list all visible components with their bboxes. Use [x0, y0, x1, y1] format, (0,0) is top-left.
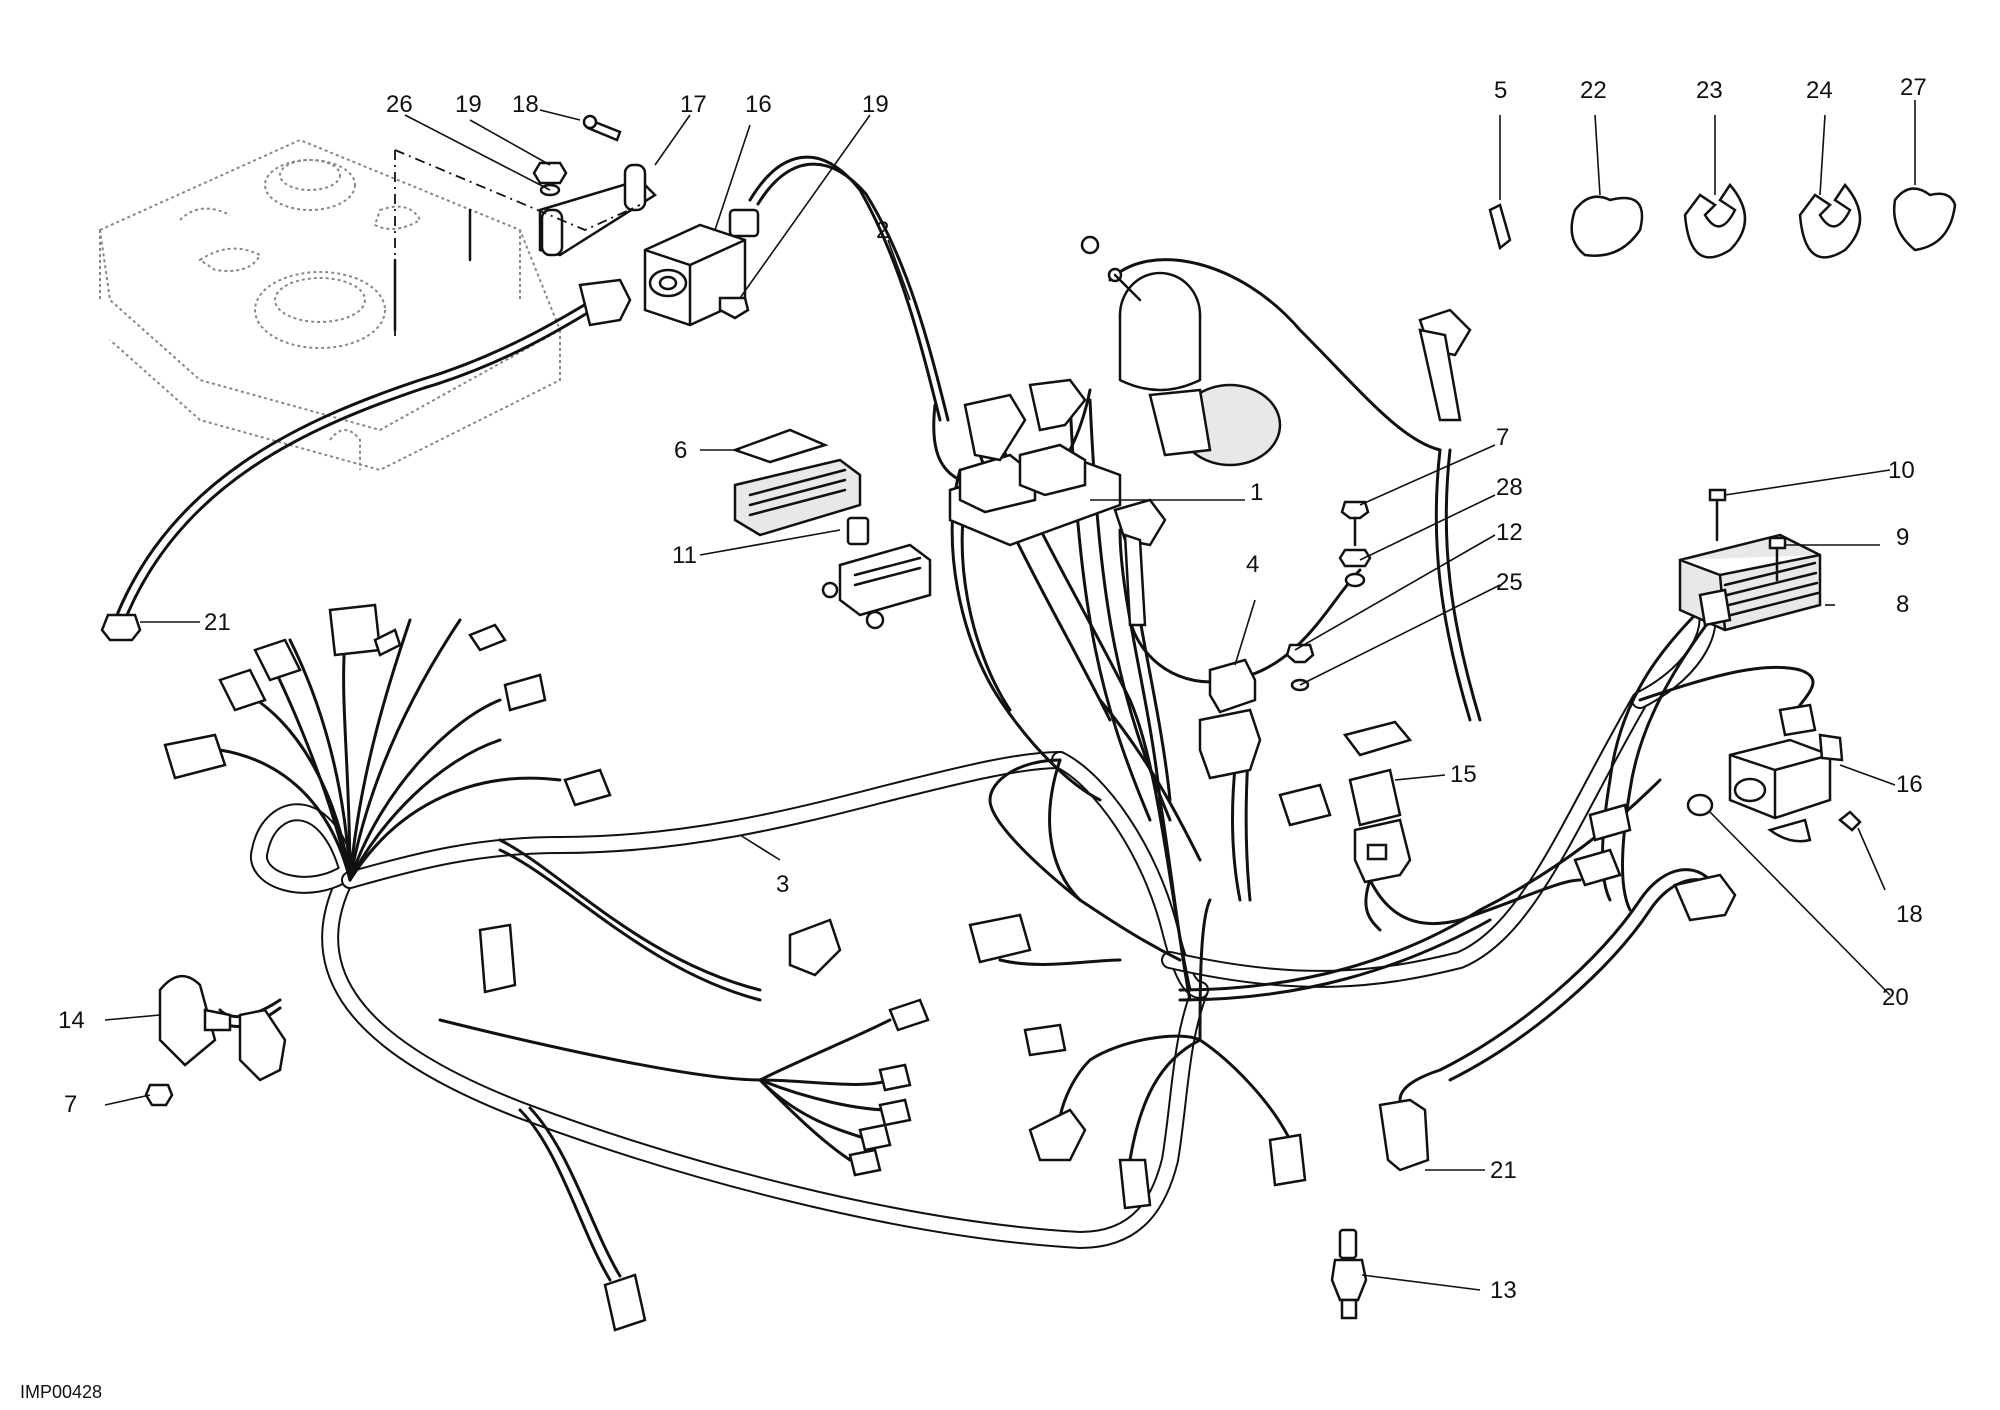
- fuse-box: [731, 428, 862, 537]
- callout-20: 20: [1882, 984, 1909, 1011]
- relay-connector: [1198, 658, 1262, 780]
- callout-7-left: 7: [64, 1091, 77, 1118]
- callout-19-top-left: 19: [455, 91, 482, 118]
- engine-block-ghost: [98, 138, 562, 472]
- cable-clips: [1488, 182, 1957, 259]
- callout-26: 26: [386, 91, 413, 118]
- callout-16-top: 16: [745, 91, 772, 118]
- side-stand-sensor: [144, 975, 287, 1107]
- callout-13: 13: [1490, 1277, 1517, 1304]
- callout-5: 5: [1494, 77, 1507, 104]
- callout-12: 12: [1496, 519, 1523, 546]
- callout-16-right: 16: [1896, 771, 1923, 798]
- branch-wires: [113, 155, 1815, 1282]
- callout-10: 10: [1888, 457, 1915, 484]
- callout-17: 17: [680, 91, 707, 118]
- callout-1: 1: [1250, 479, 1263, 506]
- callout-24: 24: [1806, 77, 1833, 104]
- main-wiring-harness: [250, 591, 1717, 1249]
- callout-2: 2: [876, 217, 889, 244]
- callout-22: 22: [1580, 77, 1607, 104]
- main-fuse-holder: [1342, 720, 1413, 884]
- callout-labels: 1 2 3 4 5 6 7 7 8 9 10 11 12 13 14 15 16…: [58, 74, 1927, 1304]
- voltage-regulator: [1678, 533, 1822, 632]
- fasteners-top: [393, 114, 750, 332]
- leader-lines: [104, 100, 1916, 1291]
- callout-21-right: 21: [1490, 1157, 1517, 1184]
- callout-15: 15: [1450, 761, 1477, 788]
- callout-23: 23: [1696, 77, 1723, 104]
- left-bundle-connectors: [163, 603, 842, 1332]
- starter-solenoid: [1080, 235, 1282, 467]
- callout-6: 6: [674, 437, 687, 464]
- spark-plug-cap-left: [100, 278, 632, 642]
- callout-4: 4: [1246, 551, 1259, 578]
- ground-bolt: [1285, 500, 1372, 692]
- callout-11: 11: [672, 542, 697, 569]
- callout-21-left: 21: [204, 609, 231, 636]
- fuse-connector: [821, 516, 932, 630]
- callout-28: 28: [1496, 474, 1523, 501]
- callout-18-top: 18: [512, 91, 539, 118]
- spark-plug: [1330, 1228, 1368, 1320]
- callout-9: 9: [1896, 524, 1909, 551]
- ignition-coil-right: [1686, 733, 1862, 843]
- drawing-reference-code: IMP00428: [20, 1382, 102, 1402]
- control-unit-relay: [948, 378, 1122, 547]
- callout-8: 8: [1896, 591, 1909, 618]
- coil-bracket: [394, 149, 657, 340]
- callout-25: 25: [1496, 569, 1523, 596]
- harness-connector-top: [1113, 308, 1472, 627]
- callout-18-right: 18: [1896, 901, 1923, 928]
- callout-19-top-right: 19: [862, 91, 889, 118]
- callout-7-top: 7: [1496, 424, 1509, 451]
- callout-3: 3: [776, 871, 789, 898]
- lower-center-connectors: [848, 703, 1817, 1210]
- callout-14: 14: [58, 1007, 85, 1034]
- spark-plug-cap-right: [1378, 873, 1737, 1172]
- regulator-screws: [1708, 488, 1787, 582]
- callout-27: 27: [1900, 74, 1927, 101]
